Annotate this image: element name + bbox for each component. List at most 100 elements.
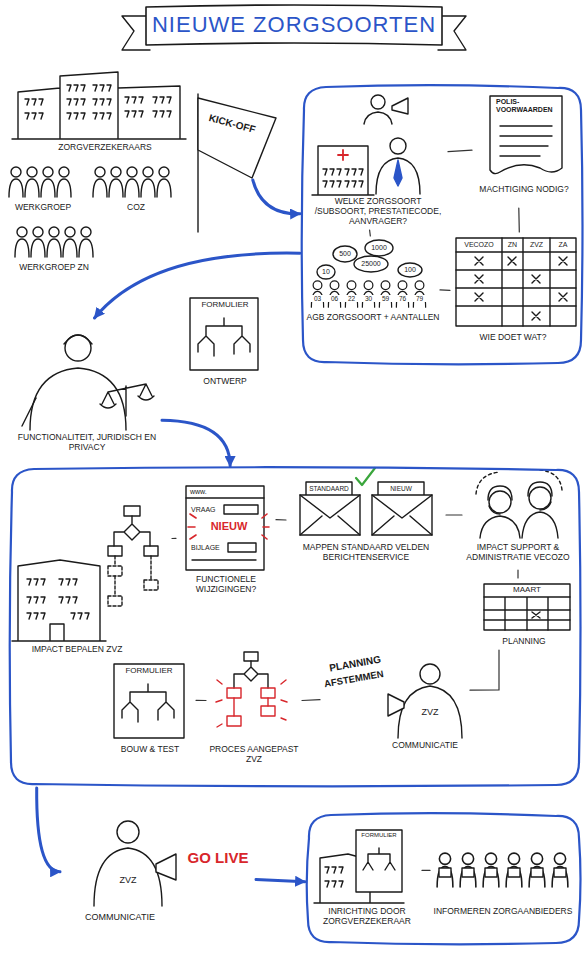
message-envelopes	[300, 468, 432, 535]
care-providers	[439, 868, 451, 877]
link-line	[448, 150, 472, 151]
sketch-item: FUNCTIONALITEIT, JURIDISCH EN PRIVACY	[12, 318, 162, 460]
title-ribbon	[146, 5, 442, 45]
link-line	[470, 650, 499, 690]
number-bubbles	[317, 240, 422, 279]
care-providers	[462, 868, 474, 877]
spokesperson-megaphone	[371, 95, 385, 109]
sketch-item: FORMULIERONTWERP	[180, 292, 270, 396]
flow-arrow	[37, 788, 60, 872]
communication-figure	[398, 686, 462, 738]
adjusted-process-flowchart	[216, 652, 287, 727]
agb-people	[345, 281, 357, 307]
coz-people	[125, 167, 139, 197]
hospital	[323, 181, 341, 187]
sketch-label: ZA	[551, 241, 575, 249]
insurer-buildings	[93, 113, 111, 119]
sketch-item: FUNCTIONELE WIJZIGINGEN?	[176, 480, 276, 604]
phase-outline-path	[302, 85, 583, 364]
adjusted-process-flowchart	[234, 661, 268, 688]
go-live-figure	[156, 854, 176, 880]
message-envelopes	[300, 495, 360, 535]
care-providers	[529, 853, 545, 887]
insurer-building-impact	[59, 579, 77, 585]
judge-figure	[65, 335, 91, 361]
insurer-buildings	[93, 99, 111, 105]
caption: ONTWERP	[180, 376, 270, 386]
link-line	[276, 519, 286, 521]
judge-figure	[100, 384, 154, 416]
sketch-label: 1000	[365, 244, 393, 252]
working-group-people	[9, 167, 71, 197]
working-group-people	[25, 167, 39, 197]
policy-document	[490, 96, 562, 174]
sketch-label: 06	[328, 295, 342, 302]
form-build-document	[122, 684, 174, 722]
go-live-figure	[94, 821, 176, 906]
support-agents	[480, 516, 520, 538]
insurer-building-impact	[27, 579, 45, 585]
support-agents	[476, 470, 562, 538]
impact-flowchart	[108, 546, 122, 556]
sketch-item: AGB ZORGSOORT + AANTALLEN	[306, 236, 440, 346]
policy-document	[500, 126, 552, 156]
sketch-label: 500	[333, 250, 357, 258]
sketch-item: WERKGROEP	[4, 164, 82, 215]
spokesperson-megaphone	[392, 98, 408, 114]
agb-people	[311, 281, 425, 307]
insurer-buildings	[67, 85, 85, 91]
sketch-item: FORMULIERBOUW & TEST	[104, 660, 196, 772]
coz-people	[109, 167, 123, 197]
responsibility-table	[456, 238, 576, 326]
sketch-label: ZVZ	[114, 876, 142, 886]
sketch-item: INFORMEREN ZORGAANBIEDERS	[430, 818, 576, 940]
link-line	[518, 208, 520, 232]
sketch-item: WERKGROEP ZN	[10, 224, 98, 276]
form-design-document	[198, 318, 250, 356]
impact-flowchart	[114, 516, 150, 546]
judge-figure	[22, 335, 154, 430]
message-envelopes	[300, 495, 360, 535]
kick-off-flag	[198, 94, 276, 232]
caption: WERKGROEP	[4, 202, 82, 212]
impact-flowchart	[108, 556, 158, 606]
insurer-building-impact	[12, 560, 106, 641]
adjusted-process-flowchart	[244, 652, 258, 661]
sketch-item: PROCES AANGEPAST ZVZ	[206, 648, 302, 776]
insurer-setup	[314, 830, 404, 903]
go-live-figure	[117, 821, 139, 843]
sketch-label: 03	[311, 295, 325, 302]
sketch-item: WELKE ZORGSOORT /SUBSOORT, PRESTATIECODE…	[308, 90, 448, 230]
coz-people	[93, 167, 107, 197]
flow-arrow	[162, 420, 230, 466]
impact-flowchart	[144, 546, 158, 556]
sketch-label: MAART	[484, 586, 570, 595]
sketch-item: IMPACT BEPALEN ZVZ	[12, 498, 172, 660]
support-agents	[489, 491, 511, 513]
link-line	[369, 230, 371, 236]
caption: WIE DOET WAT?	[450, 332, 576, 342]
judge-figure	[22, 398, 36, 426]
care-providers	[506, 853, 522, 887]
insurer-setup	[325, 881, 343, 887]
care-providers	[552, 853, 568, 887]
browser-window	[224, 505, 258, 514]
coz-people	[157, 167, 171, 197]
phase-region: IMPACT BEPALEN ZVZ FUNCTIONELE WIJZIGINGE…	[8, 466, 582, 788]
browser-window	[192, 559, 256, 560]
title-text: NIEUWE ZORGSOORTEN	[146, 12, 442, 38]
person-with-tie	[394, 160, 402, 186]
number-bubbles	[365, 240, 393, 256]
adjusted-process-flowchart	[227, 716, 241, 726]
insurer-buildings	[25, 99, 43, 105]
support-agents	[476, 470, 562, 494]
caption: IMPACT BEPALEN ZVZ	[12, 644, 142, 654]
caption: AGB ZORGSOORT + AANTALLEN	[306, 312, 440, 322]
insurer-setup	[356, 830, 402, 892]
sketch-label: BIJLAGE	[191, 544, 227, 552]
caption: INFORMEREN ZORGAANBIEDERS	[430, 906, 576, 916]
care-providers	[485, 868, 497, 877]
phase-outline-path	[10, 467, 581, 786]
responsibility-table	[475, 257, 567, 320]
insurer-buildings	[93, 85, 111, 91]
